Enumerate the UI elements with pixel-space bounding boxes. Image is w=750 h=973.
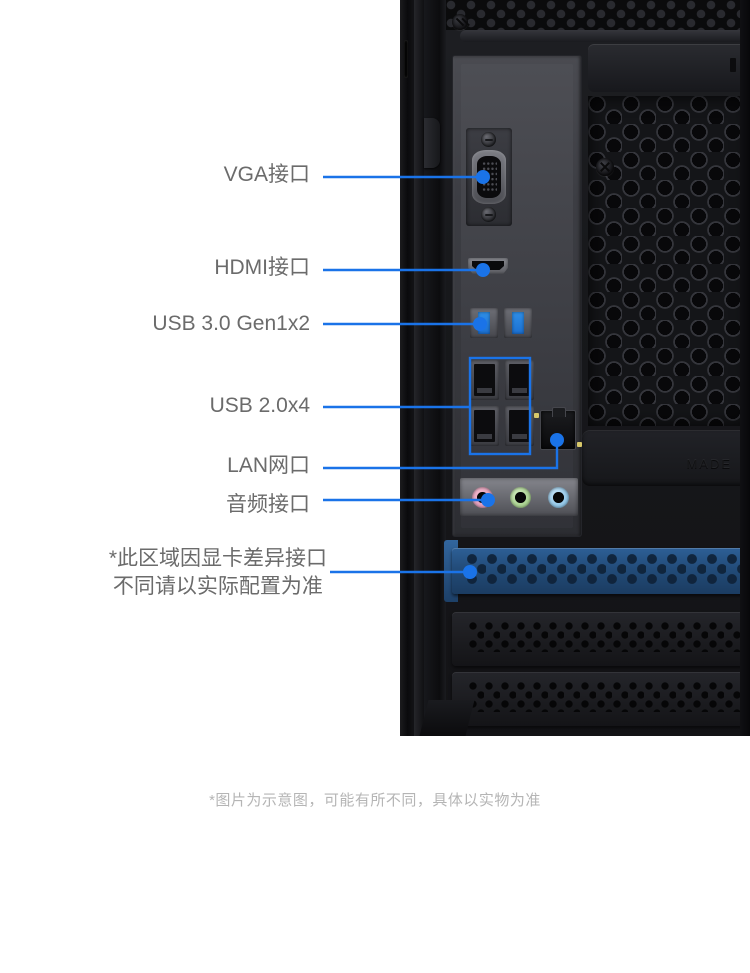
usb-3-port-icon — [470, 308, 498, 338]
usb-2-port-icon — [505, 406, 534, 446]
usb-2-port-group — [470, 360, 534, 446]
case-left-vertical-bar — [424, 0, 446, 736]
gpu-slot-icon — [452, 548, 750, 594]
vga-dsub-connector — [472, 150, 506, 204]
slot-cover-perforation — [468, 622, 744, 652]
embossed-brand-panel: MADE — [582, 430, 750, 486]
callout-label-gpu-area: *此区域因显卡差异接口 不同请以实际配置为准 — [108, 547, 327, 598]
usb-2-port-icon — [505, 360, 534, 400]
top-thumbscrew-icon — [452, 14, 468, 30]
pc-case-rear-photo: MADE — [400, 0, 750, 736]
callout-label-lan: LAN网口 — [227, 454, 310, 477]
usb-3-port-group — [470, 308, 532, 338]
callout-label-usb30: USB 3.0 Gen1x2 — [152, 312, 310, 335]
image-disclaimer-footnote: *图片为示意图，可能有所不同，具体以实物为准 — [209, 792, 541, 809]
callout-label-audio: 音频接口 — [226, 493, 310, 516]
vga-pins — [482, 161, 497, 193]
callout-label-usb20: USB 2.0x4 — [209, 394, 310, 417]
upper-bay-lip — [588, 44, 750, 92]
usb-2-port-icon — [470, 360, 499, 400]
callout-label-vga: VGA接口 — [223, 163, 310, 186]
top-rail — [460, 30, 750, 42]
audio-jack-linein-icon — [548, 487, 569, 508]
rj45-led-left — [534, 413, 539, 418]
audio-jack-plate — [460, 478, 578, 516]
case-right-edge — [740, 0, 750, 736]
vga-screw-top-icon — [481, 132, 496, 147]
case-left-slot — [404, 40, 408, 78]
gpu-bracket-vent-holes — [466, 554, 750, 584]
case-bottom-foot — [419, 700, 475, 736]
callout-label-hdmi: HDMI接口 — [214, 256, 310, 279]
slot-cover-perforation — [468, 682, 744, 712]
top-honeycomb-vent — [446, 0, 750, 30]
usb-2-port-icon — [470, 406, 499, 446]
usb-3-port-icon — [504, 308, 532, 338]
hdmi-port-icon — [468, 258, 508, 274]
vent-thumbscrew-icon — [596, 158, 614, 176]
vga-screw-bottom-icon — [481, 207, 496, 222]
vga-port-icon — [466, 128, 512, 226]
rj45-port-icon — [534, 407, 582, 450]
audio-jack-lineout-icon — [510, 487, 531, 508]
case-left-edge — [400, 0, 414, 736]
case-left-edge-secondary — [414, 0, 424, 736]
case-door-handle — [424, 118, 440, 168]
expansion-slot-cover — [452, 672, 750, 726]
embossed-brand-text: MADE — [686, 456, 732, 471]
rear-honeycomb-vent-panel — [588, 96, 750, 426]
rj45-led-right — [577, 442, 582, 447]
audio-jack-mic-icon — [472, 487, 493, 508]
expansion-slot-cover — [452, 612, 750, 666]
